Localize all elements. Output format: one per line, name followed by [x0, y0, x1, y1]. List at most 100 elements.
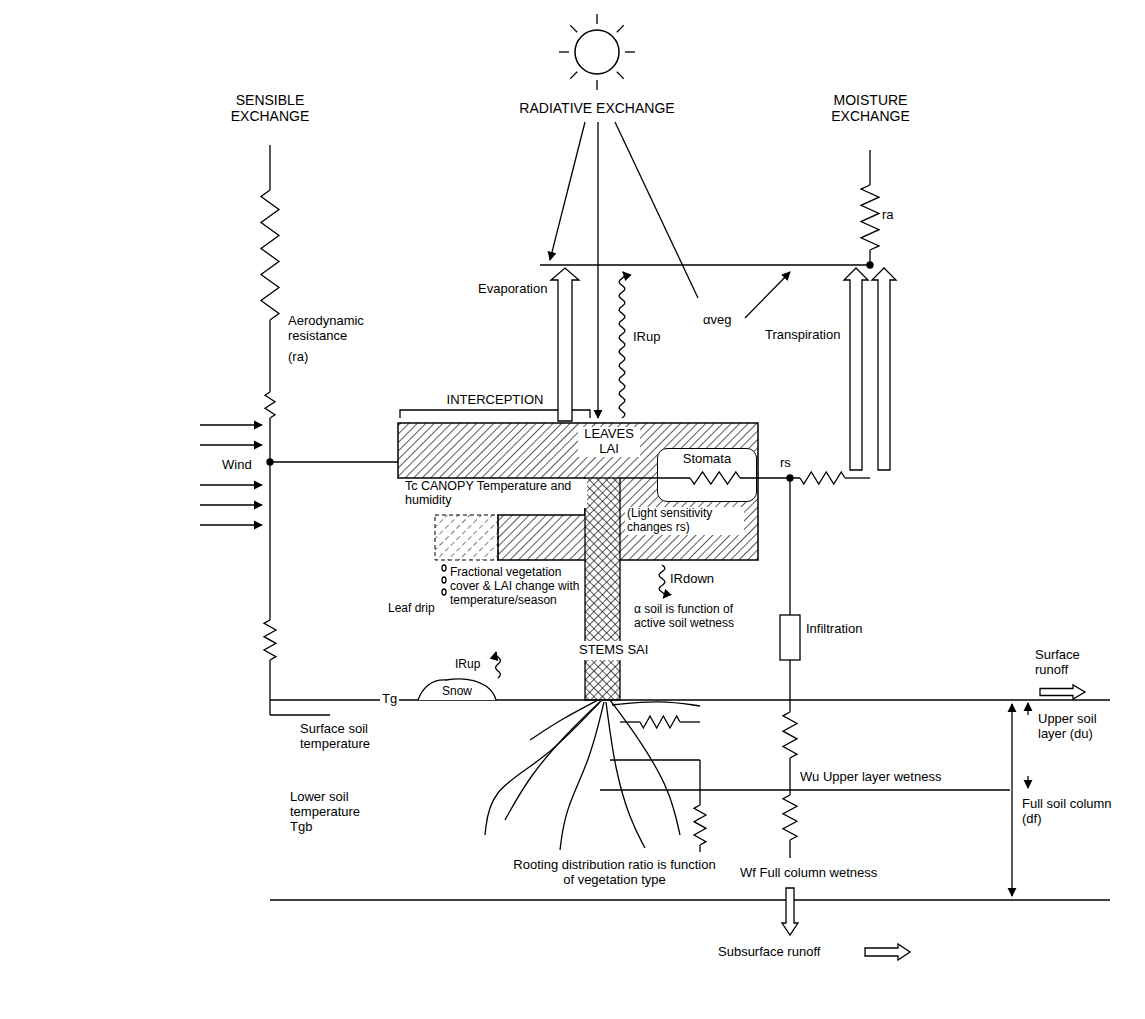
resistor-symbol	[861, 185, 879, 250]
wire	[610, 759, 700, 760]
root	[610, 700, 680, 835]
albedo-arrow	[745, 272, 790, 318]
label: Lower soil temperature Tgb	[290, 790, 385, 835]
label: Upper soil layer (du)	[1038, 712, 1118, 742]
wire	[620, 721, 640, 722]
infiltration-box	[780, 615, 800, 660]
label: Fractional vegetation cover & LAI change…	[450, 566, 580, 607]
resistor-symbol	[694, 805, 706, 845]
root	[606, 702, 645, 848]
radiation-arrow	[597, 122, 598, 418]
label: IRup	[455, 658, 480, 672]
label: IRup	[633, 330, 660, 345]
wind-arrow	[200, 424, 262, 425]
node-text: Stomata	[658, 449, 756, 467]
resistor-symbol	[800, 472, 845, 484]
soil-layer-line	[600, 789, 1010, 790]
snow-mound: Snow	[418, 676, 496, 700]
resistor-symbol	[640, 716, 680, 728]
canopy-dashed	[435, 515, 498, 560]
soil-bottom-line	[270, 899, 1110, 900]
label: SENSIBLE EXCHANGE	[205, 92, 335, 124]
wire	[540, 264, 870, 265]
sun	[575, 30, 619, 74]
label: Evaporation	[478, 282, 547, 297]
canopy-leaves	[398, 423, 758, 560]
wire	[269, 418, 270, 620]
flow-arrow	[551, 268, 579, 421]
sun-ray	[596, 14, 597, 24]
node-text: LEAVES LAI	[578, 427, 640, 457]
flow-arrow	[865, 944, 910, 960]
dimension-arrow	[1027, 776, 1028, 788]
label: Wf Full column wetness	[740, 866, 910, 881]
wire	[699, 845, 700, 852]
wire	[789, 478, 790, 615]
label: rs	[780, 456, 791, 471]
infrared-arrow	[496, 652, 501, 678]
infrared-arrow	[659, 565, 665, 598]
leaf-drop	[442, 577, 446, 583]
sun-ray	[559, 51, 569, 52]
label: INTERCEPTION	[400, 393, 590, 408]
flow-arrow	[844, 268, 868, 470]
stem-ground	[585, 478, 620, 700]
root	[485, 702, 600, 835]
label: (Light sensitivity changes rs)	[625, 507, 744, 535]
wire	[869, 150, 870, 185]
label: IRdown	[670, 572, 714, 587]
dimension-arrow	[1011, 704, 1012, 896]
label: Full soil column (df)	[1022, 797, 1112, 827]
wire	[680, 721, 700, 722]
label: Surface soil temperature	[300, 722, 395, 752]
root	[612, 702, 700, 706]
wire	[789, 660, 790, 712]
resistor-symbol	[783, 795, 797, 840]
label: Tg	[380, 692, 399, 707]
sun-ray	[570, 72, 577, 79]
stomata-box: Stomata	[657, 448, 757, 502]
label: Rooting distribution ratio is function o…	[512, 858, 717, 888]
label: Leaf drip	[388, 602, 435, 616]
label: α soil is function of active soil wetnes…	[634, 603, 739, 631]
infrared-arrow	[619, 272, 625, 418]
label: αveg	[703, 313, 731, 328]
label: Wind	[222, 458, 252, 473]
flow-arrow	[782, 888, 798, 935]
label: Tc CANOPY Temperature and humidity	[403, 479, 587, 508]
label: Subsurface runoff	[718, 945, 820, 960]
label: Transpiration	[765, 328, 840, 343]
wire	[269, 660, 270, 715]
flow-arrow	[872, 268, 896, 470]
sun-ray	[617, 25, 624, 32]
junction-dot	[867, 262, 873, 268]
wire	[845, 477, 870, 478]
wind-arrow	[200, 484, 262, 485]
wire	[789, 840, 790, 858]
resistor-symbol	[690, 472, 740, 484]
wind-arrow	[200, 444, 262, 445]
root	[560, 702, 604, 850]
label: Surface runoff	[1035, 648, 1110, 678]
label: (ra)	[288, 350, 308, 365]
radiation-arrow	[615, 122, 698, 298]
stomata-ground	[657, 448, 757, 502]
stem-shape	[585, 478, 620, 700]
wire	[269, 320, 270, 392]
sun-ray	[625, 51, 635, 52]
sun-ray	[570, 25, 577, 32]
sun-ray	[617, 72, 624, 79]
label: ra	[882, 208, 894, 223]
root	[530, 700, 598, 740]
wire	[620, 477, 690, 478]
stem-box: STEMS SAI	[576, 640, 652, 659]
resistor-symbol	[264, 620, 276, 660]
label: RADIATIVE EXCHANGE	[452, 100, 742, 116]
wire	[270, 714, 330, 715]
resistor-symbol	[783, 712, 797, 758]
leaf-drop	[442, 565, 446, 571]
label: Aerodynamic resistance	[288, 314, 383, 344]
resistor-symbol	[265, 392, 275, 418]
node-text: Snow	[442, 685, 472, 699]
resistor-symbol	[261, 190, 279, 320]
